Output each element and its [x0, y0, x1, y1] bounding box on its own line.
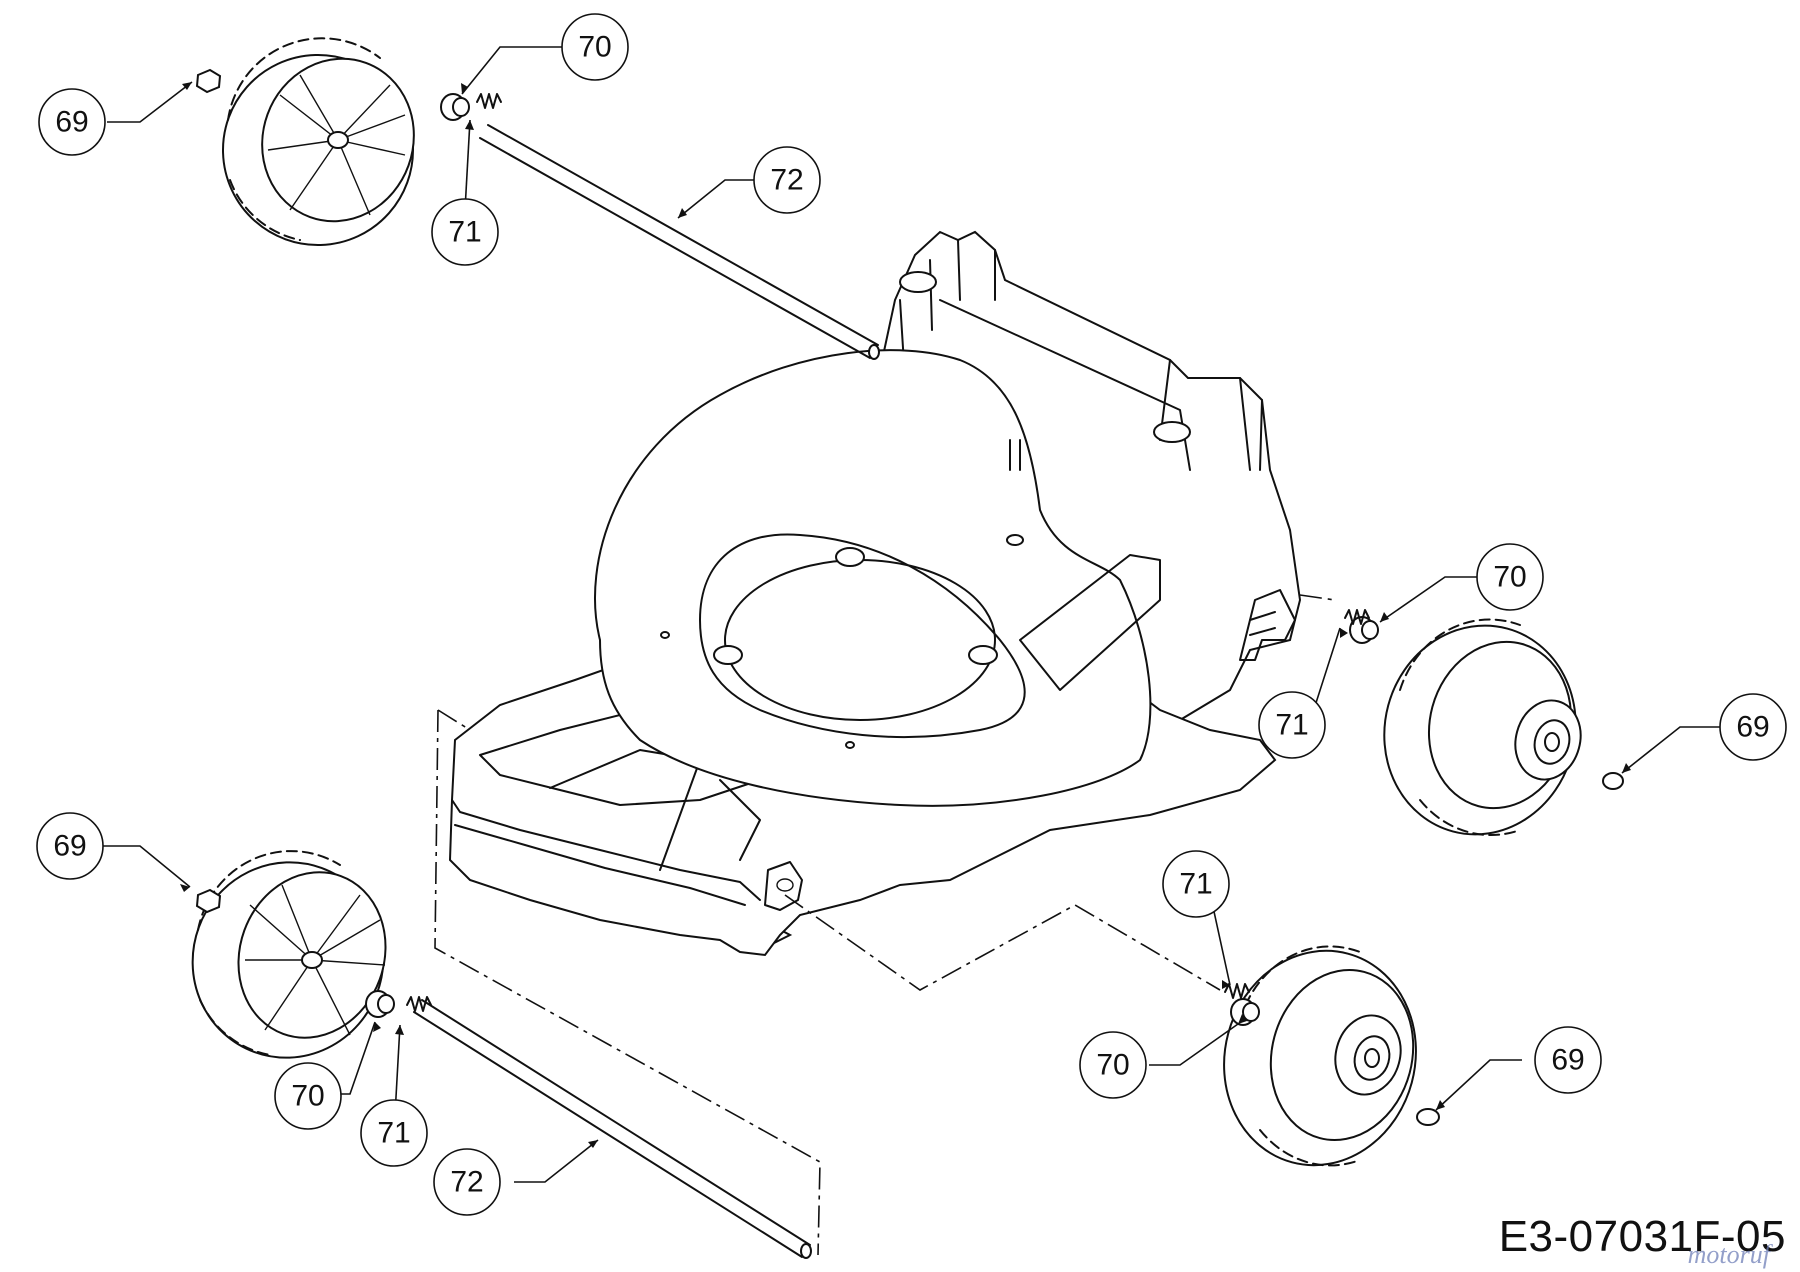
drawing-code: E3-07031F-05 [1498, 1212, 1786, 1261]
callout-label: 70 [578, 31, 611, 64]
callout-70-right: 70 [1476, 543, 1544, 611]
callout-71-top: 71 [431, 198, 499, 266]
callout-label: 69 [1551, 1044, 1584, 1077]
callout-label: 71 [377, 1117, 410, 1150]
wheel-bottom-left [191, 850, 387, 1059]
callout-label: 72 [450, 1166, 483, 1199]
mower-deck [448, 230, 1302, 957]
callout-69-bottom-right: 69 [1534, 1026, 1602, 1094]
callout-label: 69 [53, 830, 86, 863]
front-axle-rod [413, 999, 812, 1259]
callout-69-right: 69 [1719, 693, 1787, 761]
leader-arrowheads [180, 82, 1631, 1148]
callout-label: 70 [1493, 561, 1526, 594]
callout-72-top: 72 [753, 146, 821, 214]
hub-caps [195, 68, 1624, 1126]
assembly-dash-lines [434, 594, 1336, 1256]
wheel-top-left [222, 37, 415, 246]
callout-69-top-left: 69 [38, 88, 106, 156]
callout-70-bottom-right: 70 [1079, 1031, 1147, 1099]
callout-label: 69 [55, 106, 88, 139]
wheel-bottom-right [1223, 945, 1417, 1167]
callout-label: 71 [1179, 868, 1212, 901]
callout-71-bottom-left: 71 [360, 1099, 428, 1167]
rear-axle-rod [479, 124, 880, 360]
callout-70-top: 70 [561, 13, 629, 81]
watermark: motoruf [1687, 1240, 1770, 1269]
callout-71-right: 71 [1258, 691, 1326, 759]
callout-label: 70 [291, 1080, 324, 1113]
callout-label: 69 [1736, 711, 1769, 744]
callout-72-bottom: 72 [433, 1148, 501, 1216]
wheel-right [1383, 618, 1582, 837]
callout-label: 71 [448, 216, 481, 249]
callout-label: 70 [1096, 1049, 1129, 1082]
callout-69-bottom-left: 69 [36, 812, 104, 880]
callout-71-bottom-right: 71 [1162, 850, 1230, 918]
bushings [365, 93, 1379, 1026]
callout-label: 72 [770, 164, 803, 197]
callout-70-bottom-left: 70 [274, 1062, 342, 1130]
callout-label: 71 [1275, 709, 1308, 742]
